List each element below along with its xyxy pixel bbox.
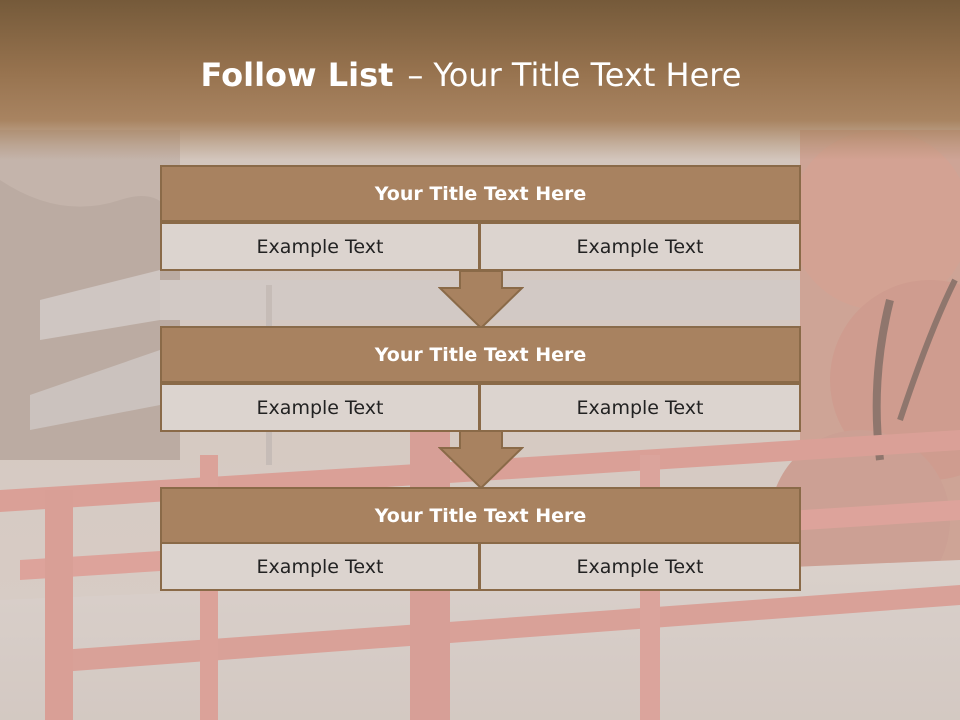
- block-cell-left: Example Text: [160, 542, 480, 591]
- down-arrow-icon: [438, 430, 524, 490]
- block-row: Example Text Example Text: [160, 383, 801, 432]
- block-cell-right: Example Text: [480, 383, 801, 432]
- title-rest: Your Title Text Here: [433, 56, 742, 94]
- slide-title: Follow List–Your Title Text Here: [0, 52, 942, 98]
- title-bold: Follow List: [200, 56, 394, 94]
- title-dash: –: [407, 56, 424, 94]
- block-row: Example Text Example Text: [160, 222, 801, 271]
- block-cell-left: Example Text: [160, 383, 480, 432]
- block-title: Your Title Text Here: [160, 487, 801, 544]
- block-row: Example Text Example Text: [160, 542, 801, 591]
- down-arrow-icon: [438, 270, 524, 330]
- header-band: [0, 0, 960, 160]
- block-title: Your Title Text Here: [160, 165, 801, 222]
- block-cell-right: Example Text: [480, 222, 801, 271]
- block-title: Your Title Text Here: [160, 326, 801, 383]
- block-cell-right: Example Text: [480, 542, 801, 591]
- block-cell-left: Example Text: [160, 222, 480, 271]
